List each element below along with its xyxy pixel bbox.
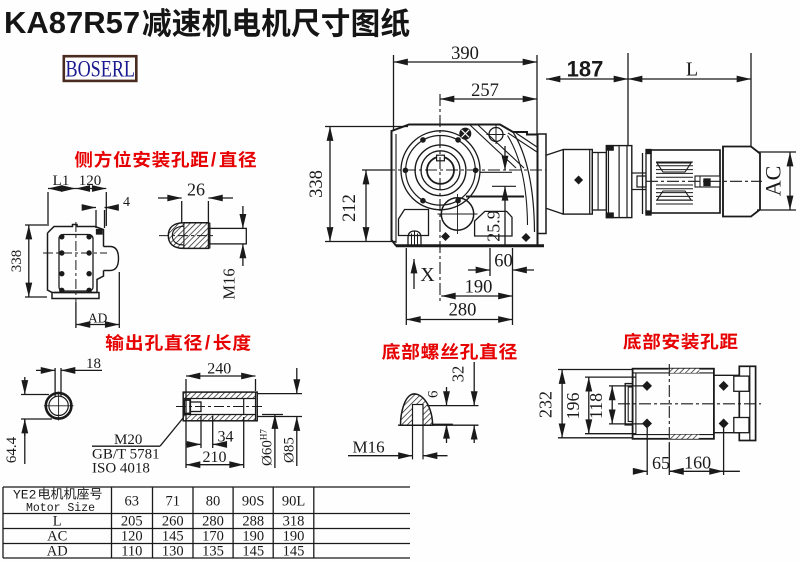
- svg-text:135: 135: [202, 544, 224, 560]
- svg-text:280: 280: [449, 301, 477, 321]
- svg-text:145: 145: [242, 544, 264, 560]
- svg-text:390: 390: [451, 44, 479, 64]
- svg-text:BOSERL: BOSERL: [66, 57, 136, 82]
- svg-text:210: 210: [203, 449, 227, 466]
- svg-text:AD: AD: [47, 544, 68, 560]
- svg-text:M20: M20: [114, 432, 142, 448]
- svg-text:196: 196: [563, 393, 583, 420]
- svg-text:/: /: [205, 333, 211, 354]
- svg-text:288: 288: [242, 514, 264, 530]
- svg-text:190: 190: [283, 529, 305, 545]
- svg-text:/: /: [211, 150, 217, 171]
- svg-text:25.9: 25.9: [484, 210, 504, 242]
- svg-text:6: 6: [425, 390, 441, 398]
- svg-text:257: 257: [471, 81, 499, 101]
- svg-text:118: 118: [586, 393, 606, 419]
- svg-text:232: 232: [536, 391, 556, 418]
- svg-text:60: 60: [494, 252, 513, 272]
- svg-text:26: 26: [187, 180, 205, 200]
- svg-text:120: 120: [121, 529, 143, 545]
- svg-text:190: 190: [242, 529, 264, 545]
- svg-text:M16: M16: [220, 268, 239, 299]
- svg-text:260: 260: [162, 514, 184, 530]
- svg-text:240: 240: [207, 361, 231, 378]
- svg-text:AC: AC: [761, 166, 786, 197]
- svg-text:34: 34: [218, 429, 234, 446]
- svg-text:ISO 4018: ISO 4018: [92, 461, 150, 477]
- svg-text:190: 190: [465, 278, 493, 298]
- svg-text:110: 110: [121, 544, 142, 560]
- svg-text:280: 280: [202, 514, 224, 530]
- svg-text:145: 145: [283, 544, 305, 560]
- svg-text:32: 32: [449, 366, 468, 383]
- svg-text:120: 120: [79, 173, 102, 189]
- svg-text:64.4: 64.4: [4, 436, 20, 463]
- svg-text:GB/T 5781: GB/T 5781: [92, 447, 160, 463]
- svg-text:338: 338: [307, 170, 327, 198]
- svg-text:318: 318: [283, 514, 305, 530]
- svg-text:170: 170: [202, 529, 224, 545]
- svg-text:145: 145: [162, 529, 184, 545]
- svg-text:18: 18: [86, 356, 101, 372]
- svg-text:65: 65: [652, 453, 670, 473]
- svg-text:160: 160: [684, 453, 711, 473]
- svg-text:L: L: [53, 514, 62, 530]
- svg-text:338: 338: [9, 250, 25, 273]
- svg-text:205: 205: [121, 514, 143, 530]
- svg-text:M16: M16: [353, 438, 385, 457]
- svg-text:80: 80: [206, 494, 221, 510]
- svg-text:Motor Size: Motor Size: [26, 502, 95, 515]
- svg-text:KA87R57: KA87R57: [4, 5, 140, 40]
- svg-text:90S: 90S: [242, 494, 265, 510]
- svg-text:AD: AD: [88, 311, 108, 326]
- svg-text:X: X: [420, 264, 435, 286]
- svg-text:AC: AC: [47, 529, 67, 545]
- svg-text:YE2: YE2: [13, 488, 36, 503]
- svg-text:L: L: [686, 59, 698, 81]
- svg-text:71: 71: [166, 494, 181, 510]
- svg-text:212: 212: [340, 194, 360, 222]
- svg-text:130: 130: [162, 544, 184, 560]
- svg-text:90L: 90L: [282, 494, 305, 510]
- svg-text:4: 4: [123, 195, 130, 210]
- svg-text:187: 187: [567, 57, 604, 82]
- svg-text:L1: L1: [53, 173, 70, 189]
- svg-text:Ø85: Ø85: [282, 437, 298, 463]
- svg-text:63: 63: [125, 494, 140, 510]
